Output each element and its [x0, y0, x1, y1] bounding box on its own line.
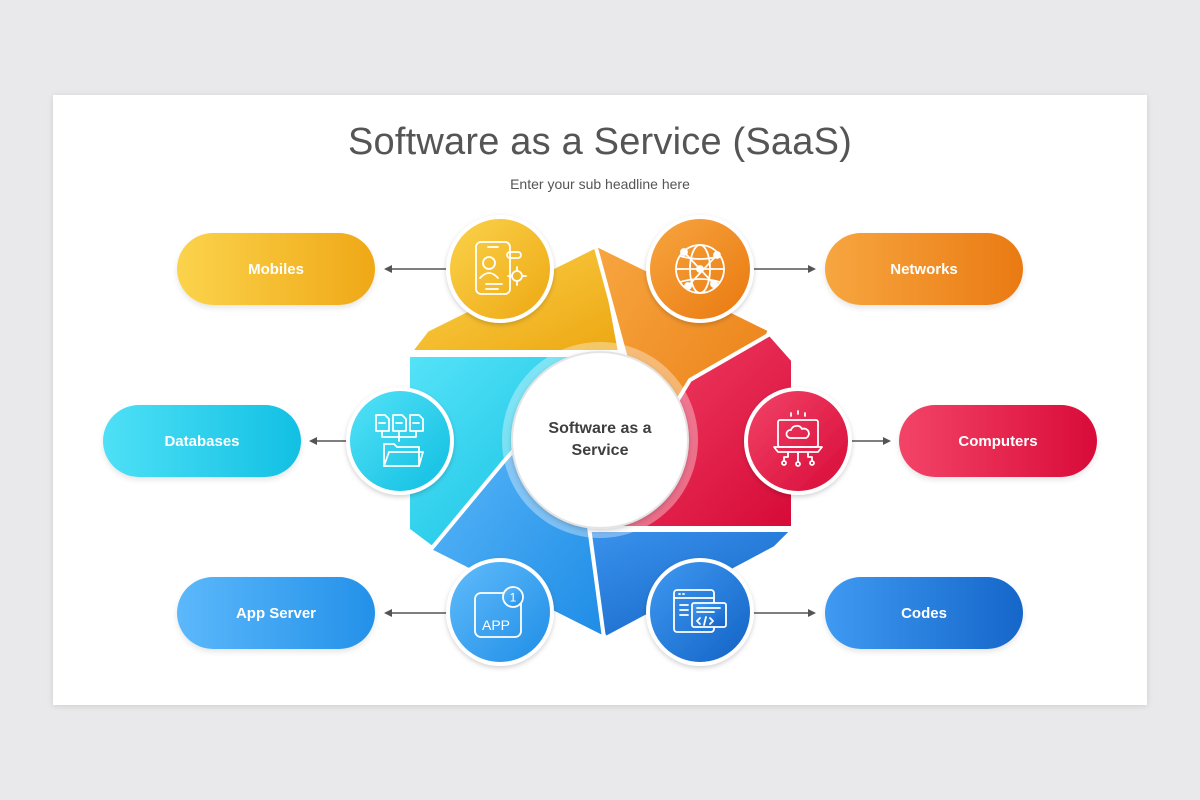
mobile-user-icon [475, 241, 527, 295]
code-window-icon [673, 589, 727, 633]
pill-databases: Databases [103, 405, 301, 477]
pill-label: Networks [890, 260, 958, 278]
icon-circle-app-server: 1 APP [446, 558, 554, 666]
center-circle [511, 351, 689, 529]
pill-computers: Computers [899, 405, 1097, 477]
files-folder-icon [375, 414, 424, 467]
pill-app-server: App Server [177, 577, 375, 649]
icon-circle-networks [646, 215, 754, 323]
icon-circle-computers [744, 387, 852, 495]
icon-circle-mobiles [446, 215, 554, 323]
pill-label: Mobiles [248, 260, 304, 278]
cloud-laptop-icon [773, 410, 823, 467]
pill-label: App Server [235, 604, 317, 622]
pill-label: Databases [164, 432, 240, 450]
connector-arrows [309, 265, 891, 617]
page-subtitle: Enter your sub headline here [510, 176, 690, 192]
pill-codes: Codes [825, 577, 1023, 649]
pill-label: Computers [958, 432, 1038, 450]
app-badge-count: 1 [510, 591, 517, 605]
page-title: Software as a Service (SaaS) [347, 121, 853, 163]
pill-mobiles: Mobiles [177, 233, 375, 305]
icon-circle-databases [346, 387, 454, 495]
app-badge-icon: 1 APP [474, 586, 524, 638]
center-label: Software as a Service [548, 420, 652, 459]
icon-circle-codes [646, 558, 754, 666]
pill-label: Codes [901, 604, 947, 622]
pill-networks: Networks [825, 233, 1023, 305]
globe-network-icon [675, 244, 725, 294]
app-icon-text: APP [482, 617, 510, 633]
